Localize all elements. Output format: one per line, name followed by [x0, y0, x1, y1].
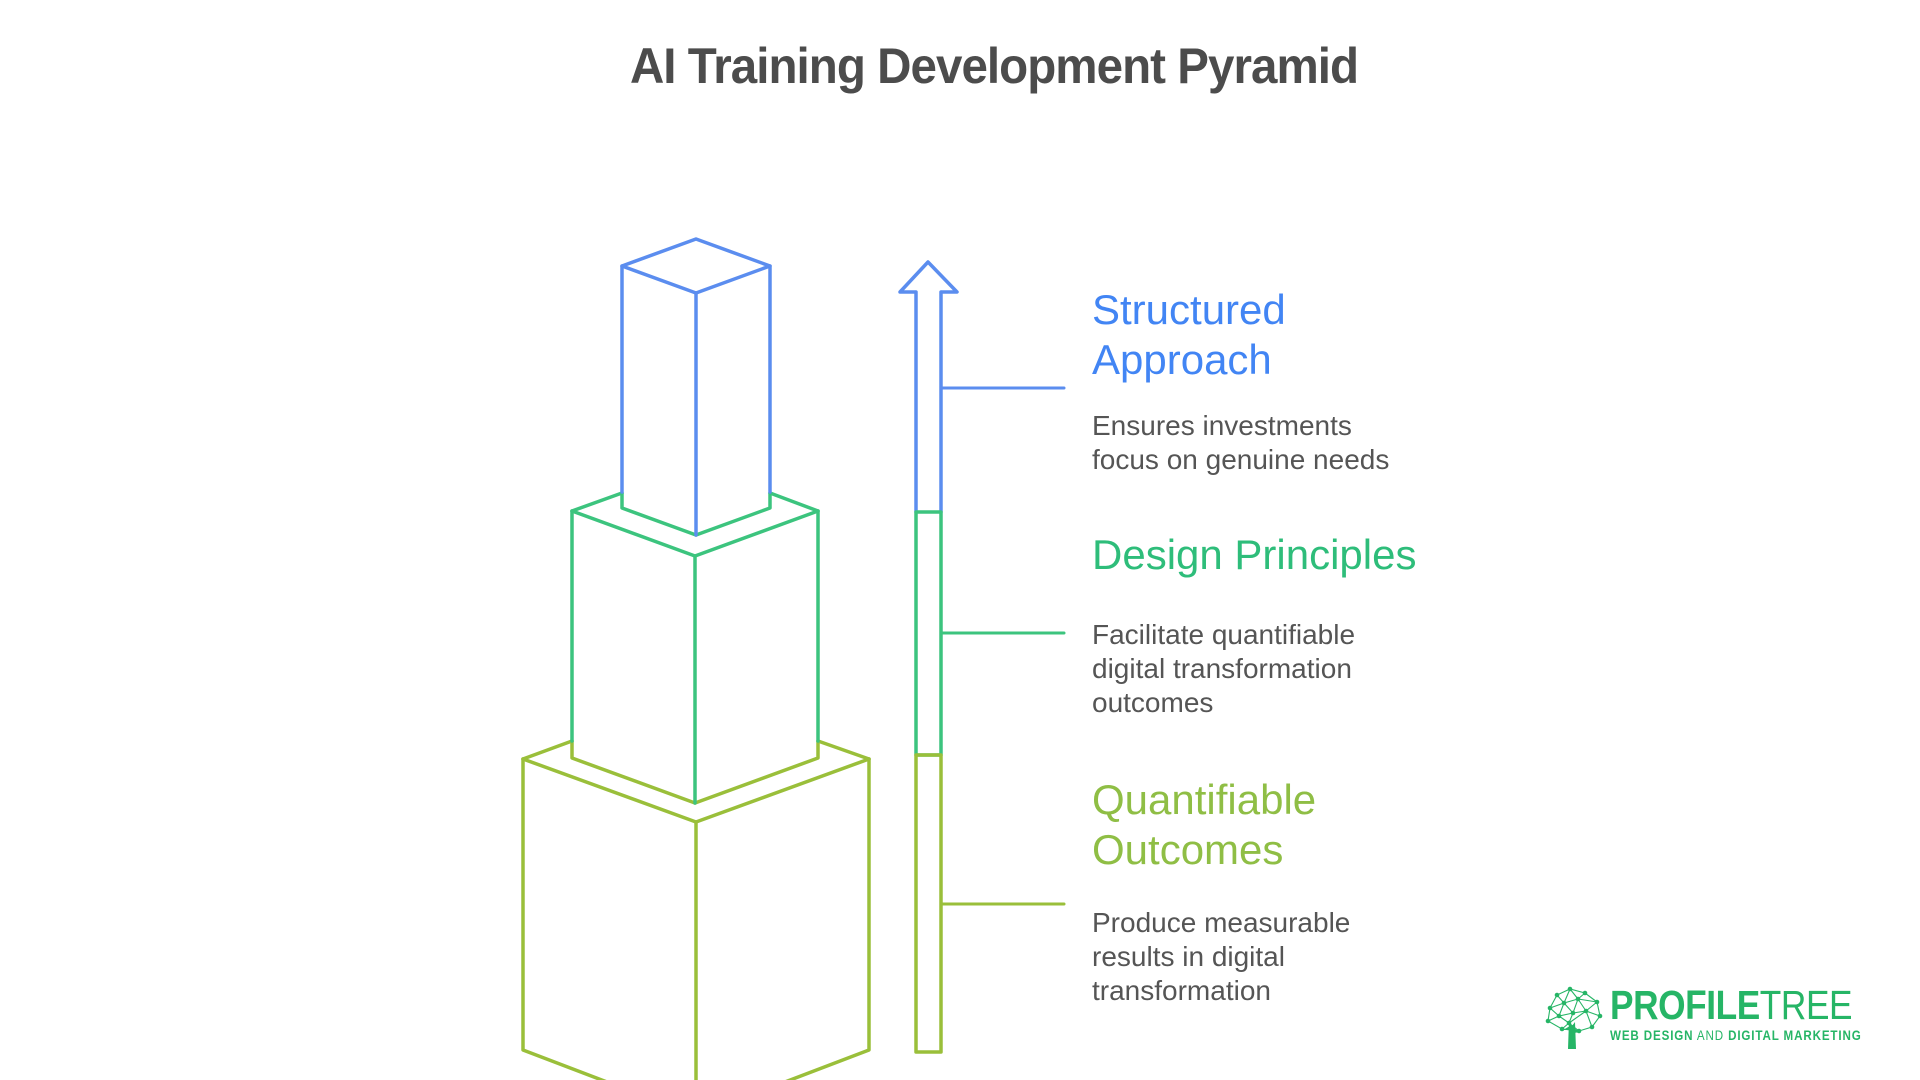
- arrow-segment-blue: [898, 260, 959, 514]
- body-structured-approach: Ensures investments focus on genuine nee…: [1092, 410, 1390, 475]
- profiletree-logo: PROFILETREE WEB DESIGN AND DIGITAL MARKE…: [1542, 984, 1882, 1064]
- logo-brand-bold: PROFILE: [1610, 982, 1760, 1028]
- logo-brand-light: TREE: [1759, 982, 1853, 1028]
- arrow-segment-lime: [914, 753, 943, 1054]
- profiletree-wordmark: PROFILETREE WEB DESIGN AND DIGITAL MARKE…: [1610, 984, 1862, 1044]
- logo-tagline-part1: WEB DESIGN: [1610, 1028, 1694, 1043]
- pyramid-level-bottom-box: [521, 739, 871, 1080]
- logo-tagline-part3: DIGITAL MARKETING: [1728, 1028, 1862, 1043]
- heading-design-principles: Design Principles: [1092, 531, 1417, 578]
- heading-structured-approach: Structured Approach: [1092, 286, 1286, 383]
- pyramid-level-top-box: [620, 237, 772, 537]
- body-quantifiable-outcomes: Produce measurable results in digital tr…: [1092, 907, 1351, 1006]
- heading-quantifiable-outcomes: Quantifiable Outcomes: [1092, 776, 1317, 873]
- page-title: AI Training Development Pyramid: [629, 38, 1359, 94]
- progress-arrow: [898, 260, 959, 1054]
- pyramid-level-middle-box: [570, 491, 820, 805]
- arrow-segment-green: [914, 510, 943, 757]
- logo-tagline-part2: AND: [1696, 1028, 1724, 1043]
- logo-tagline: WEB DESIGN AND DIGITAL MARKETING: [1610, 1028, 1862, 1044]
- profiletree-tree-icon: [1545, 986, 1603, 1049]
- body-design-principles: Facilitate quantifiable digital transfor…: [1092, 619, 1356, 718]
